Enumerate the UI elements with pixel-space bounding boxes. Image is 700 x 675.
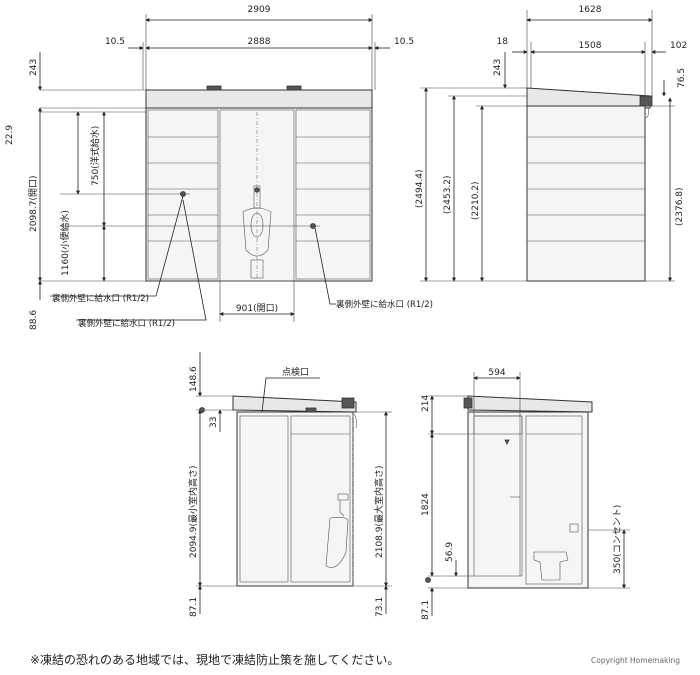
label-supply-back-3: 裏側外壁に給水口 (R1/2) bbox=[336, 299, 433, 310]
side-h1: (2494.4) bbox=[415, 169, 425, 208]
front-left-panels bbox=[147, 109, 219, 280]
urinal bbox=[242, 185, 272, 279]
side-left-margin: 18 bbox=[497, 37, 509, 47]
sec-front-bottom-left: 87.1 bbox=[189, 597, 199, 617]
front-opening-height: 2098.7(開口) bbox=[28, 175, 39, 232]
side-body bbox=[526, 105, 646, 282]
label-supply-back-2: 裏側外壁に給水口 (R1/2) bbox=[78, 318, 175, 329]
front-left-margin: 10.5 bbox=[105, 37, 125, 47]
side-right-margin: 102 bbox=[670, 41, 687, 51]
front-right-panels bbox=[295, 109, 371, 280]
side-h2: (2453.2) bbox=[443, 175, 453, 214]
section-front-roof bbox=[232, 395, 357, 413]
leader-supply-3 bbox=[314, 227, 336, 305]
sec-front-top: 148.6 bbox=[189, 366, 199, 392]
section-front bbox=[196, 352, 392, 614]
section-side-roof bbox=[467, 395, 593, 413]
side-h4: (2376.8) bbox=[675, 187, 685, 226]
sec-side-door-height-text: 1824 bbox=[421, 493, 431, 516]
sec-front-bottom-right: 73.1 bbox=[375, 597, 385, 617]
front-roof-height: 243 bbox=[29, 59, 39, 76]
side-gutter bbox=[639, 95, 653, 107]
sec-side-top: 214 bbox=[421, 395, 431, 412]
front-inner-width: 2888 bbox=[248, 37, 271, 47]
section-side-body bbox=[467, 411, 589, 589]
sec-side-step: 56.9 bbox=[445, 542, 455, 562]
sec-side-door-width-text: 594 bbox=[488, 368, 505, 378]
front-western-supply: 750(洋式給水) bbox=[89, 126, 101, 186]
front-urinal-supply: 1160(小便給水) bbox=[59, 210, 71, 276]
sec-side-bottom: 87.1 bbox=[421, 600, 431, 620]
front-door-opening bbox=[219, 109, 295, 282]
front-overall-width: 2909 bbox=[248, 5, 271, 15]
sec-front-max: 2108.9(最大室内高さ) bbox=[373, 465, 385, 558]
side-eave: 76.5 bbox=[677, 68, 687, 88]
label-supply-back-1: 裏側外壁に給水口 (R1/2) bbox=[52, 293, 149, 304]
front-offset-top: 22.9 bbox=[5, 125, 15, 145]
front-body bbox=[145, 107, 373, 282]
side-roof-height: 243 bbox=[493, 59, 503, 76]
roof-vent-right bbox=[286, 85, 302, 91]
sec-front-inspection: 点検口 bbox=[282, 366, 309, 378]
supply-point-urinal bbox=[254, 187, 260, 193]
side-roof bbox=[526, 87, 651, 109]
front-elevation bbox=[38, 14, 390, 322]
front-bottom: 88.6 bbox=[29, 310, 39, 330]
front-door-width: 901(開口) bbox=[236, 303, 278, 314]
roof-vent-left bbox=[206, 85, 222, 91]
front-right-margin: 10.5 bbox=[394, 37, 414, 47]
leader-supply-2 bbox=[76, 199, 207, 321]
leader-inspection bbox=[261, 377, 320, 413]
section-front-body bbox=[236, 411, 354, 587]
leader-supply-1 bbox=[50, 195, 184, 297]
sec-side-outlet-text: 350(コンセント) bbox=[612, 505, 623, 574]
front-roof bbox=[145, 89, 373, 109]
side-elevation bbox=[420, 10, 675, 282]
side-inner-width: 1508 bbox=[579, 41, 602, 51]
sec-front-gap: 33 bbox=[209, 417, 219, 428]
sec-front-min: 2094.9(最小室内高さ) bbox=[187, 465, 199, 558]
side-h3: (2210.2) bbox=[471, 181, 481, 220]
side-overall-width: 1628 bbox=[579, 5, 602, 15]
copyright: Copyright Homemaking bbox=[591, 656, 681, 665]
section-side bbox=[425, 372, 630, 616]
footer-note: ※凍結の恐れのある地域では、現地で凍結防止策を施してください。 bbox=[30, 653, 400, 667]
